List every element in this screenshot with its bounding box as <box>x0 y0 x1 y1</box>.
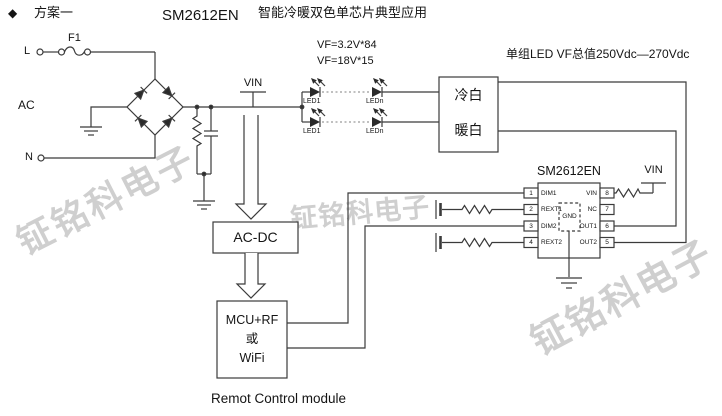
vin-terminal-icon <box>240 91 266 107</box>
neutral-terminal <box>37 135 156 162</box>
input-capacitor-icon <box>204 107 218 174</box>
page-title: SM2612EN <box>162 7 239 24</box>
chip-vin-label: VIN <box>644 164 663 176</box>
led1-label: LED1 <box>303 128 321 135</box>
ledn-label: LEDn <box>366 128 384 135</box>
acdc-box <box>212 221 299 254</box>
vf-warm-label: VF=18V*15 <box>317 55 374 67</box>
input-resistor <box>191 107 203 174</box>
bridge-rectifier-icon <box>126 78 184 136</box>
pin-number-4: 4 <box>529 239 533 246</box>
live-terminal <box>36 48 58 56</box>
down-arrow-icon <box>234 115 268 220</box>
chip-title: SM2612EN <box>537 164 601 178</box>
led-string-cold <box>301 77 439 122</box>
fuse-icon <box>57 46 156 79</box>
pin-number-7: 7 <box>605 206 609 213</box>
pin-number-3: 3 <box>529 222 533 230</box>
led-group-box <box>438 76 499 153</box>
pin-label-vin: VIN <box>586 189 597 197</box>
pin-number-1: 1 <box>529 189 533 197</box>
rext1-resistor <box>435 200 524 219</box>
led1-label: LED1 <box>303 98 321 105</box>
wire-dim2 <box>287 225 524 349</box>
warm-white-label: 暖白 <box>454 122 483 138</box>
pin-label-nc: NC <box>587 206 597 213</box>
scheme-label: 方案一 <box>34 5 74 20</box>
live-label: L <box>24 45 31 57</box>
pin-number-2: 2 <box>529 206 533 213</box>
ground-icon <box>79 106 127 136</box>
gnd-pad-label: GND <box>562 213 577 220</box>
ground-icon <box>556 231 582 289</box>
vf-total-label: 单组LED VF总值250Vdc—270Vdc <box>506 47 690 61</box>
wire-cold-to-out2 <box>498 81 687 244</box>
pin-label-dim1: DIM1 <box>541 189 557 197</box>
pin-label-dim2: DIM2 <box>541 222 557 230</box>
neutral-label: N <box>25 151 33 163</box>
wire-warm-to-out1 <box>498 130 677 227</box>
vf-cold-label: VF=3.2V*84 <box>317 39 377 51</box>
mcu-label-line3: WiFi <box>239 351 265 365</box>
pin-label-rext2: REXT2 <box>541 239 562 246</box>
down-arrow-icon <box>235 253 267 299</box>
page-subtitle: 智能冷暖双色单芯片典型应用 <box>258 5 428 20</box>
mcu-box <box>216 300 288 379</box>
pin-label-out2: OUT2 <box>579 239 597 246</box>
mcu-label-line2: 或 <box>245 332 259 346</box>
ground-icon <box>192 171 216 210</box>
ledn-label: LEDn <box>366 98 384 105</box>
bullet-icon: ◆ <box>8 6 18 20</box>
vin-label: VIN <box>243 77 263 89</box>
pin-label-out1: OUT1 <box>579 222 597 230</box>
rext2-resistor <box>435 233 524 252</box>
pin-number-8: 8 <box>605 189 609 197</box>
cold-white-label: 冷白 <box>454 87 483 103</box>
vin-pin-resistor <box>614 182 666 199</box>
ac-label: AC <box>18 98 35 112</box>
pin-number-5: 5 <box>605 239 609 246</box>
remote-control-caption: Remot Control module <box>211 391 347 406</box>
wire-dim1 <box>287 192 524 324</box>
acdc-label: AC-DC <box>233 229 278 245</box>
fuse-label: F1 <box>68 32 81 44</box>
led-string-warm <box>302 107 439 128</box>
pin-label-rext1: REXT1 <box>541 206 562 213</box>
pin-number-6: 6 <box>605 222 609 230</box>
vin-rail <box>183 104 305 110</box>
mcu-label-line1: MCU+RF <box>225 313 279 327</box>
